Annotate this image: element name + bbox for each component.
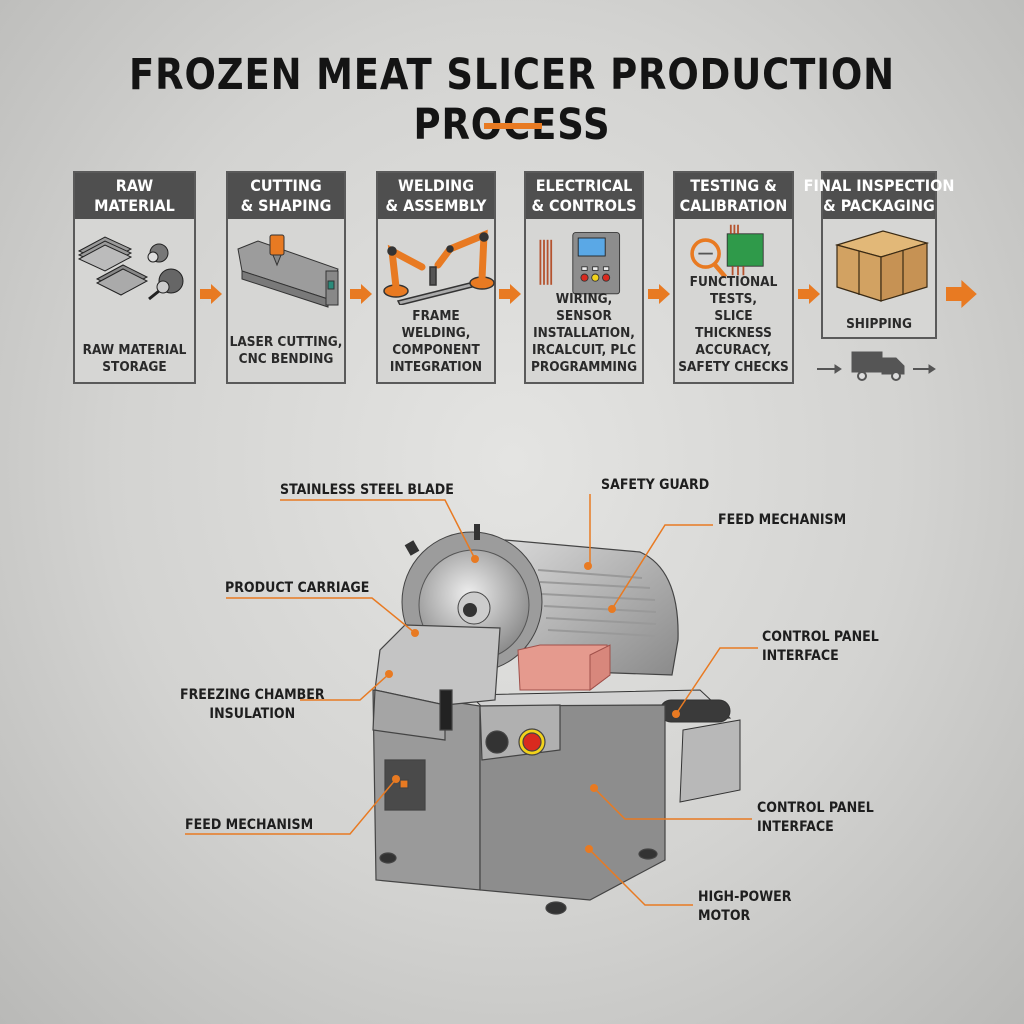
callout-safety-guard: SAFETY GUARD <box>601 477 710 493</box>
step-header: TESTING &CALIBRATION <box>675 173 792 219</box>
step-description: LASER CUTTING,CNC BENDING <box>229 334 343 367</box>
step-title: MATERIAL <box>94 196 175 215</box>
callout-feed-mechanism-top: FEED MECHANISM <box>718 512 847 528</box>
step-title: CALIBRATION <box>679 196 788 215</box>
step-header: ELECTRICAL& CONTROLS <box>526 173 642 219</box>
magnifier-circuit-icon <box>690 224 764 279</box>
blade <box>401 524 543 673</box>
robot-arms-icon <box>383 229 495 305</box>
step-title: TESTING & <box>690 176 777 195</box>
step-testing-calibration: TESTING &CALIBRATION FUNCTIONAL TESTS,SL… <box>673 171 794 384</box>
step-title: & PACKAGING <box>823 196 935 215</box>
step-title: RAW <box>115 176 154 195</box>
metal-sheets-and-motors-icon <box>77 236 184 301</box>
step-header: CUTTING& SHAPING <box>228 173 344 219</box>
step-title: & CONTROLS <box>531 196 637 215</box>
cnc-machine-icon <box>237 234 339 308</box>
title-underline <box>484 123 542 129</box>
step-header: WELDING& ASSEMBLY <box>378 173 494 219</box>
step-cutting-shaping: CUTTING& SHAPING LASER CUTTING,CNC BENDI… <box>226 171 346 384</box>
step-title: WELDING <box>397 176 475 195</box>
step-title: FINAL INSPECTION <box>803 176 955 195</box>
crate-icon <box>834 230 930 302</box>
step-final-inspection-packaging: FINAL INSPECTION& PACKAGING SHIPPING <box>804 171 954 339</box>
product-carriage <box>372 624 501 741</box>
step-title: CUTTING <box>250 176 322 195</box>
callout-feed-mechanism-bottom: FEED MECHANISM <box>185 817 314 833</box>
step-title: & ASSEMBLY <box>385 196 487 215</box>
callout-product-carriage: PRODUCT CARRIAGE <box>225 580 370 596</box>
step-welding-assembly: WELDING& ASSEMBLY FRAME WELDING,COMPONEN… <box>376 171 496 384</box>
step-header: FINAL INSPECTION& PACKAGING <box>804 173 954 219</box>
control-panel-icon <box>539 232 621 295</box>
step-description: SHIPPING <box>846 316 912 332</box>
callout-stainless-steel-blade: STAINLESS STEEL BLADE <box>280 482 454 498</box>
step-title: & SHAPING <box>240 196 332 215</box>
callout-lines <box>185 494 758 906</box>
step-title: ELECTRICAL <box>535 176 633 195</box>
base-cabinet <box>372 689 666 915</box>
meat-block <box>517 644 611 691</box>
